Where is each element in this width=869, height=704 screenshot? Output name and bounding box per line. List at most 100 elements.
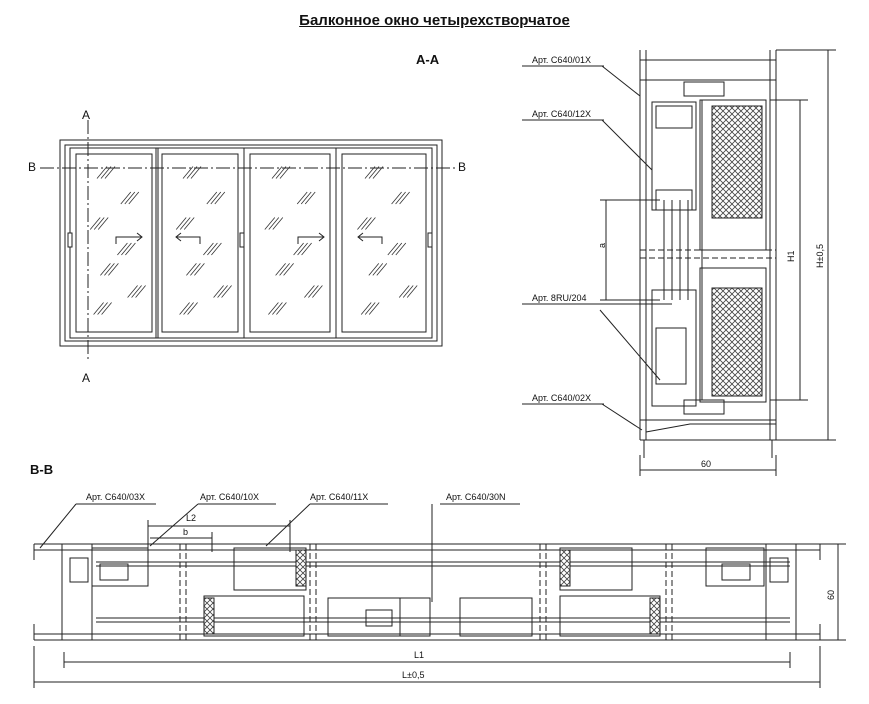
- glass-hatch-stroke: [135, 285, 146, 298]
- glass-hatch-stroke: [207, 242, 218, 256]
- glass-hatch-stroke: [96, 166, 108, 179]
- section-bb-title: В-В: [30, 462, 54, 477]
- glass-hatch-stroke: [182, 166, 194, 179]
- glass-hatch-stroke: [364, 166, 376, 179]
- glass-hatch-stroke: [104, 263, 115, 276]
- glass-hatch-stroke: [283, 263, 294, 276]
- glass-hatch-stroke: [206, 191, 218, 205]
- glass-hatch-stroke: [271, 166, 283, 179]
- glass-hatch-stroke: [365, 217, 376, 230]
- sliding-direction-arrows: [115, 232, 383, 244]
- dim-l2: L2: [186, 513, 197, 523]
- cut-label-a-bottom: А: [82, 371, 91, 385]
- glass-hatch-stroke: [376, 263, 388, 276]
- dim-depth-60: 60: [826, 589, 836, 600]
- section-bb-label-4: Арт. C640/30N: [446, 492, 506, 502]
- section-aa-label-3: Арт. 8RU/204: [532, 293, 587, 303]
- glass-hatch-stroke: [272, 302, 283, 315]
- section-aa-label-4: Арт. C640/02X: [532, 393, 591, 403]
- glass-hatch-stroke: [93, 302, 104, 315]
- glass-hatch-stroke: [186, 166, 198, 179]
- glass-hatch-stroke: [272, 217, 284, 230]
- glass-hatch-stroke: [179, 302, 190, 315]
- glass-hatch-stroke: [175, 217, 187, 230]
- glass-hatch-stroke: [391, 242, 403, 256]
- glass-hatch-stroke: [186, 263, 197, 276]
- glass-hatch-stroke: [399, 191, 410, 205]
- glass-hatch-stroke: [297, 242, 308, 256]
- glass-hatch-stroke: [125, 242, 136, 256]
- glass-hatch-stroke: [304, 191, 316, 205]
- dim-l: L±0,5: [402, 670, 425, 680]
- glass-hatch-stroke: [368, 166, 380, 179]
- section-aa-title: А-А: [416, 52, 440, 67]
- glass-hatch-stroke: [190, 166, 202, 179]
- glass-hatch-stroke: [214, 191, 226, 205]
- glass-hatch-stroke: [395, 242, 407, 256]
- section-bb-label-1: Арт. C640/03X: [86, 492, 145, 502]
- section-bb-label-2: Арт. C640/10X: [200, 492, 259, 502]
- cut-label-b-right: В: [458, 160, 467, 174]
- cut-label-b-left: В: [28, 160, 37, 174]
- glass-hatch-stroke: [398, 285, 410, 298]
- glass-hatch-stroke: [268, 302, 279, 315]
- glass-hatch-stroke: [300, 191, 312, 205]
- glass-hatch-stroke: [361, 217, 372, 230]
- glass-hatch-stroke: [179, 217, 191, 230]
- glass-hatch-stroke: [100, 166, 112, 179]
- glass-hatch-stroke: [93, 217, 105, 230]
- glass-hatch-stroke: [100, 263, 111, 276]
- glass-hatch-stroke: [101, 302, 112, 315]
- glass-hatch-stroke: [395, 191, 406, 205]
- glass-hatch-stroke: [213, 285, 224, 298]
- glass-hatch-stroke: [372, 263, 384, 276]
- glass-hatch-stroke: [221, 285, 232, 298]
- glass-hatch-stroke: [279, 166, 291, 179]
- glass-hatch-stroke: [312, 285, 323, 298]
- glass-hatch-stroke: [387, 242, 399, 256]
- glass-hatch-stroke: [190, 263, 201, 276]
- glass-hatch-stroke: [187, 302, 198, 315]
- glass-hatch-stroke: [293, 242, 304, 256]
- glass-hatch-stroke: [210, 191, 222, 205]
- glass-hatch-stroke: [124, 191, 136, 205]
- glass-hatch-stroke: [127, 285, 138, 298]
- glass-hatch-stroke: [183, 217, 195, 230]
- glass-hatch-stroke: [264, 217, 276, 230]
- glass-hatch-stroke: [194, 263, 205, 276]
- glass-hatch-stroke: [372, 166, 384, 179]
- glass-hatch-stroke: [304, 285, 315, 298]
- drawing-title: Балконное окно четырехстворчатое: [299, 12, 570, 29]
- glass-hatch-stroke: [121, 242, 132, 256]
- glass-hatch-stroke: [217, 285, 228, 298]
- glass-hatching: [89, 166, 418, 315]
- glass-hatch-stroke: [131, 285, 142, 298]
- glass-hatch-stroke: [203, 242, 214, 256]
- glass-hatch-stroke: [104, 166, 116, 179]
- section-aa-label-1: Арт. C640/01X: [532, 55, 591, 65]
- dim-width-60: 60: [701, 459, 712, 469]
- glass-hatch-stroke: [128, 191, 140, 205]
- glass-hatch-stroke: [279, 263, 290, 276]
- glass-hatch-stroke: [275, 263, 286, 276]
- glass-hatch-stroke: [211, 242, 222, 256]
- glass-hatch-stroke: [97, 302, 108, 315]
- glass-hatch-stroke: [308, 285, 319, 298]
- glass-hatch-stroke: [360, 302, 372, 315]
- glass-hatch-stroke: [117, 242, 128, 256]
- glass-hatch-stroke: [391, 191, 402, 205]
- glass-hatch-stroke: [357, 217, 368, 230]
- glass-hatch-stroke: [120, 191, 132, 205]
- glass-hatch-stroke: [301, 242, 312, 256]
- glass-hatch-stroke: [108, 263, 119, 276]
- glass-hatch-stroke: [268, 217, 280, 230]
- glass-hatch-stroke: [275, 166, 287, 179]
- glass-hatch-stroke: [89, 217, 101, 230]
- glass-hatch-stroke: [368, 302, 380, 315]
- glass-hatch-stroke: [183, 302, 194, 315]
- glass-hatch-stroke: [402, 285, 414, 298]
